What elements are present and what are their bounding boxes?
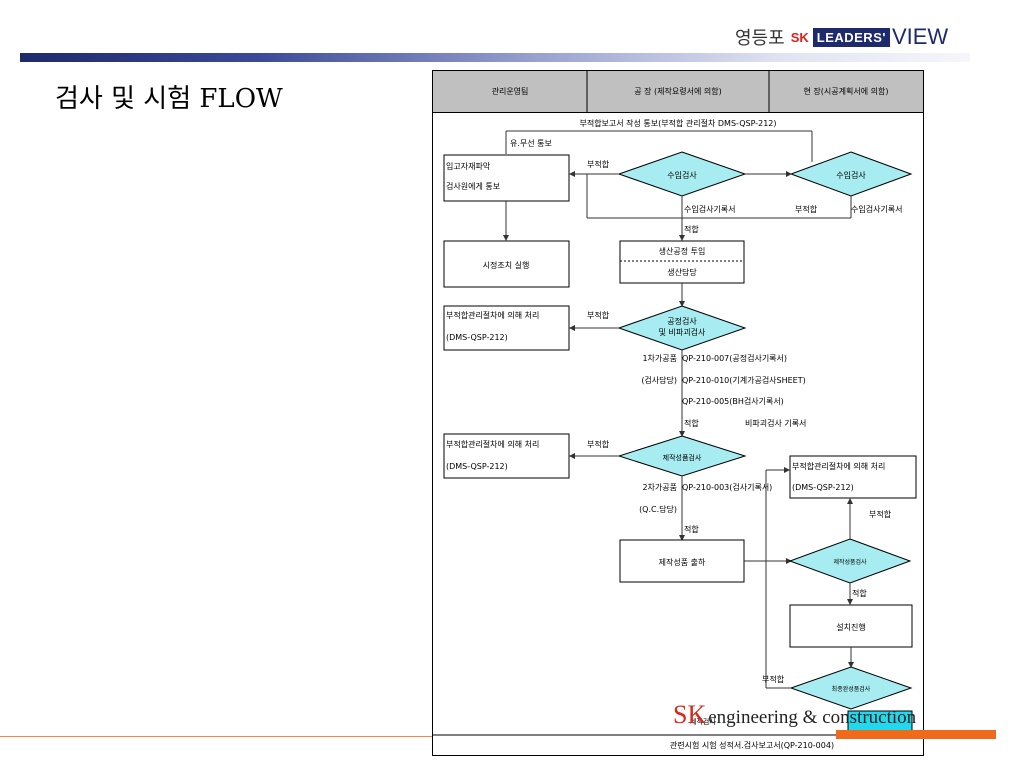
ship-product-label: 제작성품 출하 bbox=[659, 557, 706, 567]
install-label: 설치진행 bbox=[836, 622, 865, 632]
ncr-box-1-label: 부적합관리절차에 의해 처리 bbox=[446, 310, 539, 320]
footer-orange-bar bbox=[836, 730, 996, 739]
bottom-note: 관련시험 시험 성적서.검사보고서(QP-210-004) bbox=[670, 740, 834, 750]
col-header-factory: 공 장 (제작요령서에 의함) bbox=[634, 86, 721, 96]
product-inspection-site-label: 제작성품검사 bbox=[833, 558, 867, 566]
logo-view: VIEW bbox=[891, 24, 949, 49]
column-header-row bbox=[432, 70, 924, 113]
ncr-box-2-label: 부적합관리절차에 의해 처리 bbox=[446, 439, 539, 449]
receive-inspection-site-label: 수입검사 bbox=[836, 170, 866, 180]
notify-inspector-label: 검사원에게 통보 bbox=[446, 181, 500, 191]
first-sample-label: 1차가공품 bbox=[642, 354, 677, 363]
brand-ec: engineering & construction bbox=[708, 707, 917, 728]
nc-label-receive-factory: 부적합 bbox=[587, 159, 610, 169]
insp-charge-label: (검사담당) bbox=[641, 375, 677, 385]
rec-receive-site: 수입검사기록서 bbox=[851, 204, 903, 214]
install-box bbox=[789, 604, 913, 648]
nc-label-final: 부적합 bbox=[762, 674, 785, 684]
ok-label-product: 적합 bbox=[684, 524, 699, 534]
ncr-box-2 bbox=[443, 433, 570, 479]
col-header-site: 현 장(시공계획서에 의함) bbox=[804, 86, 889, 96]
ncr-box-2-code: (DMS-QSP-212) bbox=[446, 462, 508, 471]
ship-product-box bbox=[619, 539, 745, 583]
receive-inspection-factory-label: 수입검사 bbox=[667, 170, 697, 180]
nc-label-process: 부적합 bbox=[587, 310, 610, 320]
ncr-box-3-code: (DMS-QSP-212) bbox=[792, 483, 854, 492]
inspection-flow-diagram: 관리운영팀 공 장 (제작요령서에 의함) 현 장(시공계획서에 의함) 부적합… bbox=[432, 70, 924, 756]
process-inspection-label-2: 및 비파괴검사 bbox=[659, 327, 706, 337]
second-sample-label: 2차가공품 bbox=[642, 483, 677, 492]
nc-label-site-product: 부적합 bbox=[869, 509, 892, 519]
corrective-action-box bbox=[443, 240, 570, 288]
qp-007-label: QP-210-007(공정검사기록서) bbox=[682, 353, 787, 363]
ncr-box-3-label: 부적합관리절차에 의해 처리 bbox=[792, 461, 885, 471]
ncr-box-3 bbox=[789, 455, 917, 499]
product-inspection-factory-label: 제작성품검사 bbox=[663, 453, 702, 462]
qp-003-label: QP-210-003(검사기록서) bbox=[682, 482, 772, 492]
sk-ec-brand: SK engineering & construction bbox=[673, 700, 916, 730]
logo-sk: SK bbox=[790, 29, 809, 45]
material-check-label: 입고자재파악 bbox=[446, 161, 491, 171]
nc-label-product: 부적합 bbox=[587, 439, 610, 449]
footer-divider bbox=[0, 736, 432, 737]
ncr-box-1-code: (DMS-QSP-212) bbox=[446, 333, 508, 342]
brand-sk: SK bbox=[673, 700, 707, 729]
production-input-label: 생산공정 투입 bbox=[659, 246, 706, 256]
page-title: 검사 및 시험 FLOW bbox=[55, 84, 283, 114]
bottom-partial-label: 제작검사 bbox=[690, 717, 716, 726]
qp-010-label: QP-210-010(기계가공검사SHEET) bbox=[682, 375, 806, 385]
qp-005-label: QP-210-005(BH검사기록서) bbox=[682, 396, 784, 406]
material-check-box bbox=[443, 154, 570, 202]
logo-leaders: LEADERS' bbox=[812, 27, 890, 47]
ncr-report-note: 부적합보고서 작성 통보(부적합 관리절차 DMS-QSP-212) bbox=[579, 118, 776, 128]
ok-label-receive: 적합 bbox=[684, 224, 699, 234]
process-inspection-label-1: 공정검사 bbox=[667, 316, 697, 326]
logo-korean: 영등포 bbox=[735, 28, 785, 49]
ndt-record-label: 비파괴검사 기록서 bbox=[745, 418, 806, 428]
production-charge-label: 생산담당 bbox=[667, 267, 697, 277]
leaders-view-logo: 영등포 SK LEADERS' VIEW bbox=[735, 22, 948, 52]
qc-charge-label: (Q.C.담당) bbox=[639, 504, 677, 514]
col-header-management: 관리운영팀 bbox=[492, 86, 529, 96]
ok-label-process: 적합 bbox=[684, 418, 699, 428]
rec-receive-factory: 수입검사기록서 bbox=[684, 204, 736, 214]
notify-label: 유.무선 통보 bbox=[510, 139, 552, 148]
header-gradient-bar bbox=[20, 53, 970, 62]
final-inspection-label: 최종완성품검사 bbox=[832, 685, 871, 693]
ok-label-site-product: 적합 bbox=[852, 588, 867, 598]
nc-label-receive-site: 부적합 bbox=[795, 204, 818, 214]
final-inspection bbox=[789, 666, 913, 710]
corrective-action-label: 시정조치 실행 bbox=[483, 260, 530, 270]
